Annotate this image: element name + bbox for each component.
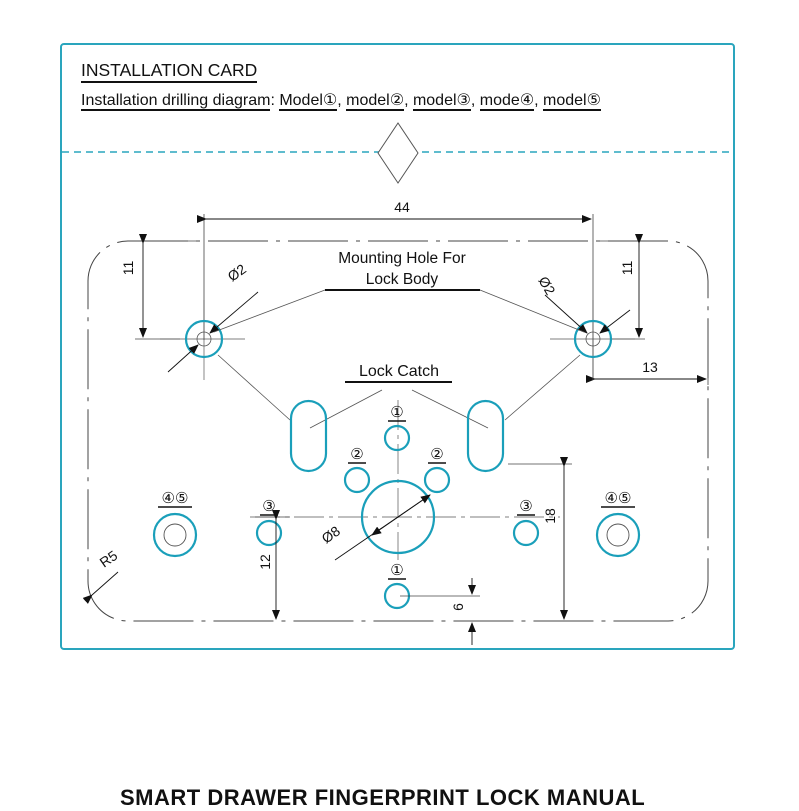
card-subtitle: Installation drilling diagram: Model①, m… xyxy=(81,92,601,111)
hole-top-center xyxy=(383,424,411,452)
manual-title: SMART DRAWER FINGERPRINT LOCK MANUAL xyxy=(120,785,646,810)
right-mounting-hole xyxy=(573,319,613,359)
center-large-hole xyxy=(360,479,436,555)
hole-mid-right-tag: ③ xyxy=(519,498,532,515)
panel-outline xyxy=(87,240,709,622)
hole-outer-left-inner xyxy=(163,523,187,547)
right-hole-dia-leader-2 xyxy=(599,309,631,334)
dim-13-text: 13 xyxy=(642,359,658,375)
model-2: model② xyxy=(346,92,405,111)
lock-catch-slot-right xyxy=(466,399,505,473)
dim-right-11-text: 11 xyxy=(619,261,635,276)
hole-top-center-tag: ① xyxy=(390,404,403,421)
left-hole-dia-leader-2 xyxy=(167,344,199,373)
mounting-leader-right xyxy=(479,289,585,333)
left-hole-dia-text: Ø2 xyxy=(225,261,250,285)
center-dia-text: Ø8 xyxy=(319,523,344,547)
hole-upper-right-tag: ② xyxy=(430,446,443,463)
hole-outer-left-tag: ④⑤ xyxy=(162,490,189,507)
lock-catch-slot-left xyxy=(289,399,328,473)
left-mount-to-catch xyxy=(217,354,291,421)
mounting-hole-label-1: Mounting Hole For xyxy=(338,250,466,267)
mounting-leader-left xyxy=(213,289,326,333)
left-hole-dia-leader xyxy=(209,291,259,334)
hole-mid-left-tag: ③ xyxy=(262,498,275,515)
dim-6-text: 6 xyxy=(450,603,466,611)
right-mounting-hole-inner xyxy=(585,331,601,347)
hole-outer-right xyxy=(595,512,641,558)
fold-diamond xyxy=(377,122,419,184)
model-3: model③ xyxy=(412,92,471,111)
hole-mid-left xyxy=(255,519,283,547)
hole-upper-left-tag: ② xyxy=(350,446,363,463)
hole-upper-left xyxy=(343,466,371,494)
model-5: model⑤ xyxy=(543,92,601,111)
subtitle-prefix: Installation drilling diagram xyxy=(81,92,271,111)
hole-outer-right-inner xyxy=(606,523,630,547)
lock-catch-label: Lock Catch xyxy=(359,363,439,380)
dim-left-11-text: 11 xyxy=(120,261,136,276)
center-dia-line-2 xyxy=(371,494,431,536)
dim-12-text: 12 xyxy=(257,554,273,570)
model-4: mode④ xyxy=(479,92,535,111)
model-1: Model① xyxy=(279,92,338,111)
hole-outer-left xyxy=(152,512,198,558)
mounting-hole-label-2: Lock Body xyxy=(366,271,439,288)
installation-card xyxy=(60,43,735,650)
dim-18-text: 18 xyxy=(542,508,558,524)
hole-mid-right xyxy=(512,519,540,547)
hole-outer-right-tag: ④⑤ xyxy=(605,490,632,507)
right-mount-to-catch xyxy=(504,354,581,421)
r5-leader xyxy=(82,571,119,604)
card-title: INSTALLATION CARD xyxy=(81,60,258,83)
hole-bottom-center-tag: ① xyxy=(390,562,403,579)
dim-44-text: 44 xyxy=(394,199,410,215)
right-hole-dia-text: Ø2 xyxy=(535,274,558,298)
right-hole-dia-leader xyxy=(544,294,588,334)
left-mounting-hole-inner xyxy=(196,331,212,347)
lock-catch-leader-right xyxy=(411,389,489,429)
left-mounting-hole xyxy=(184,319,224,359)
r5-text: R5 xyxy=(97,547,121,570)
hole-upper-right xyxy=(423,466,451,494)
lock-catch-leader-left xyxy=(309,389,383,429)
